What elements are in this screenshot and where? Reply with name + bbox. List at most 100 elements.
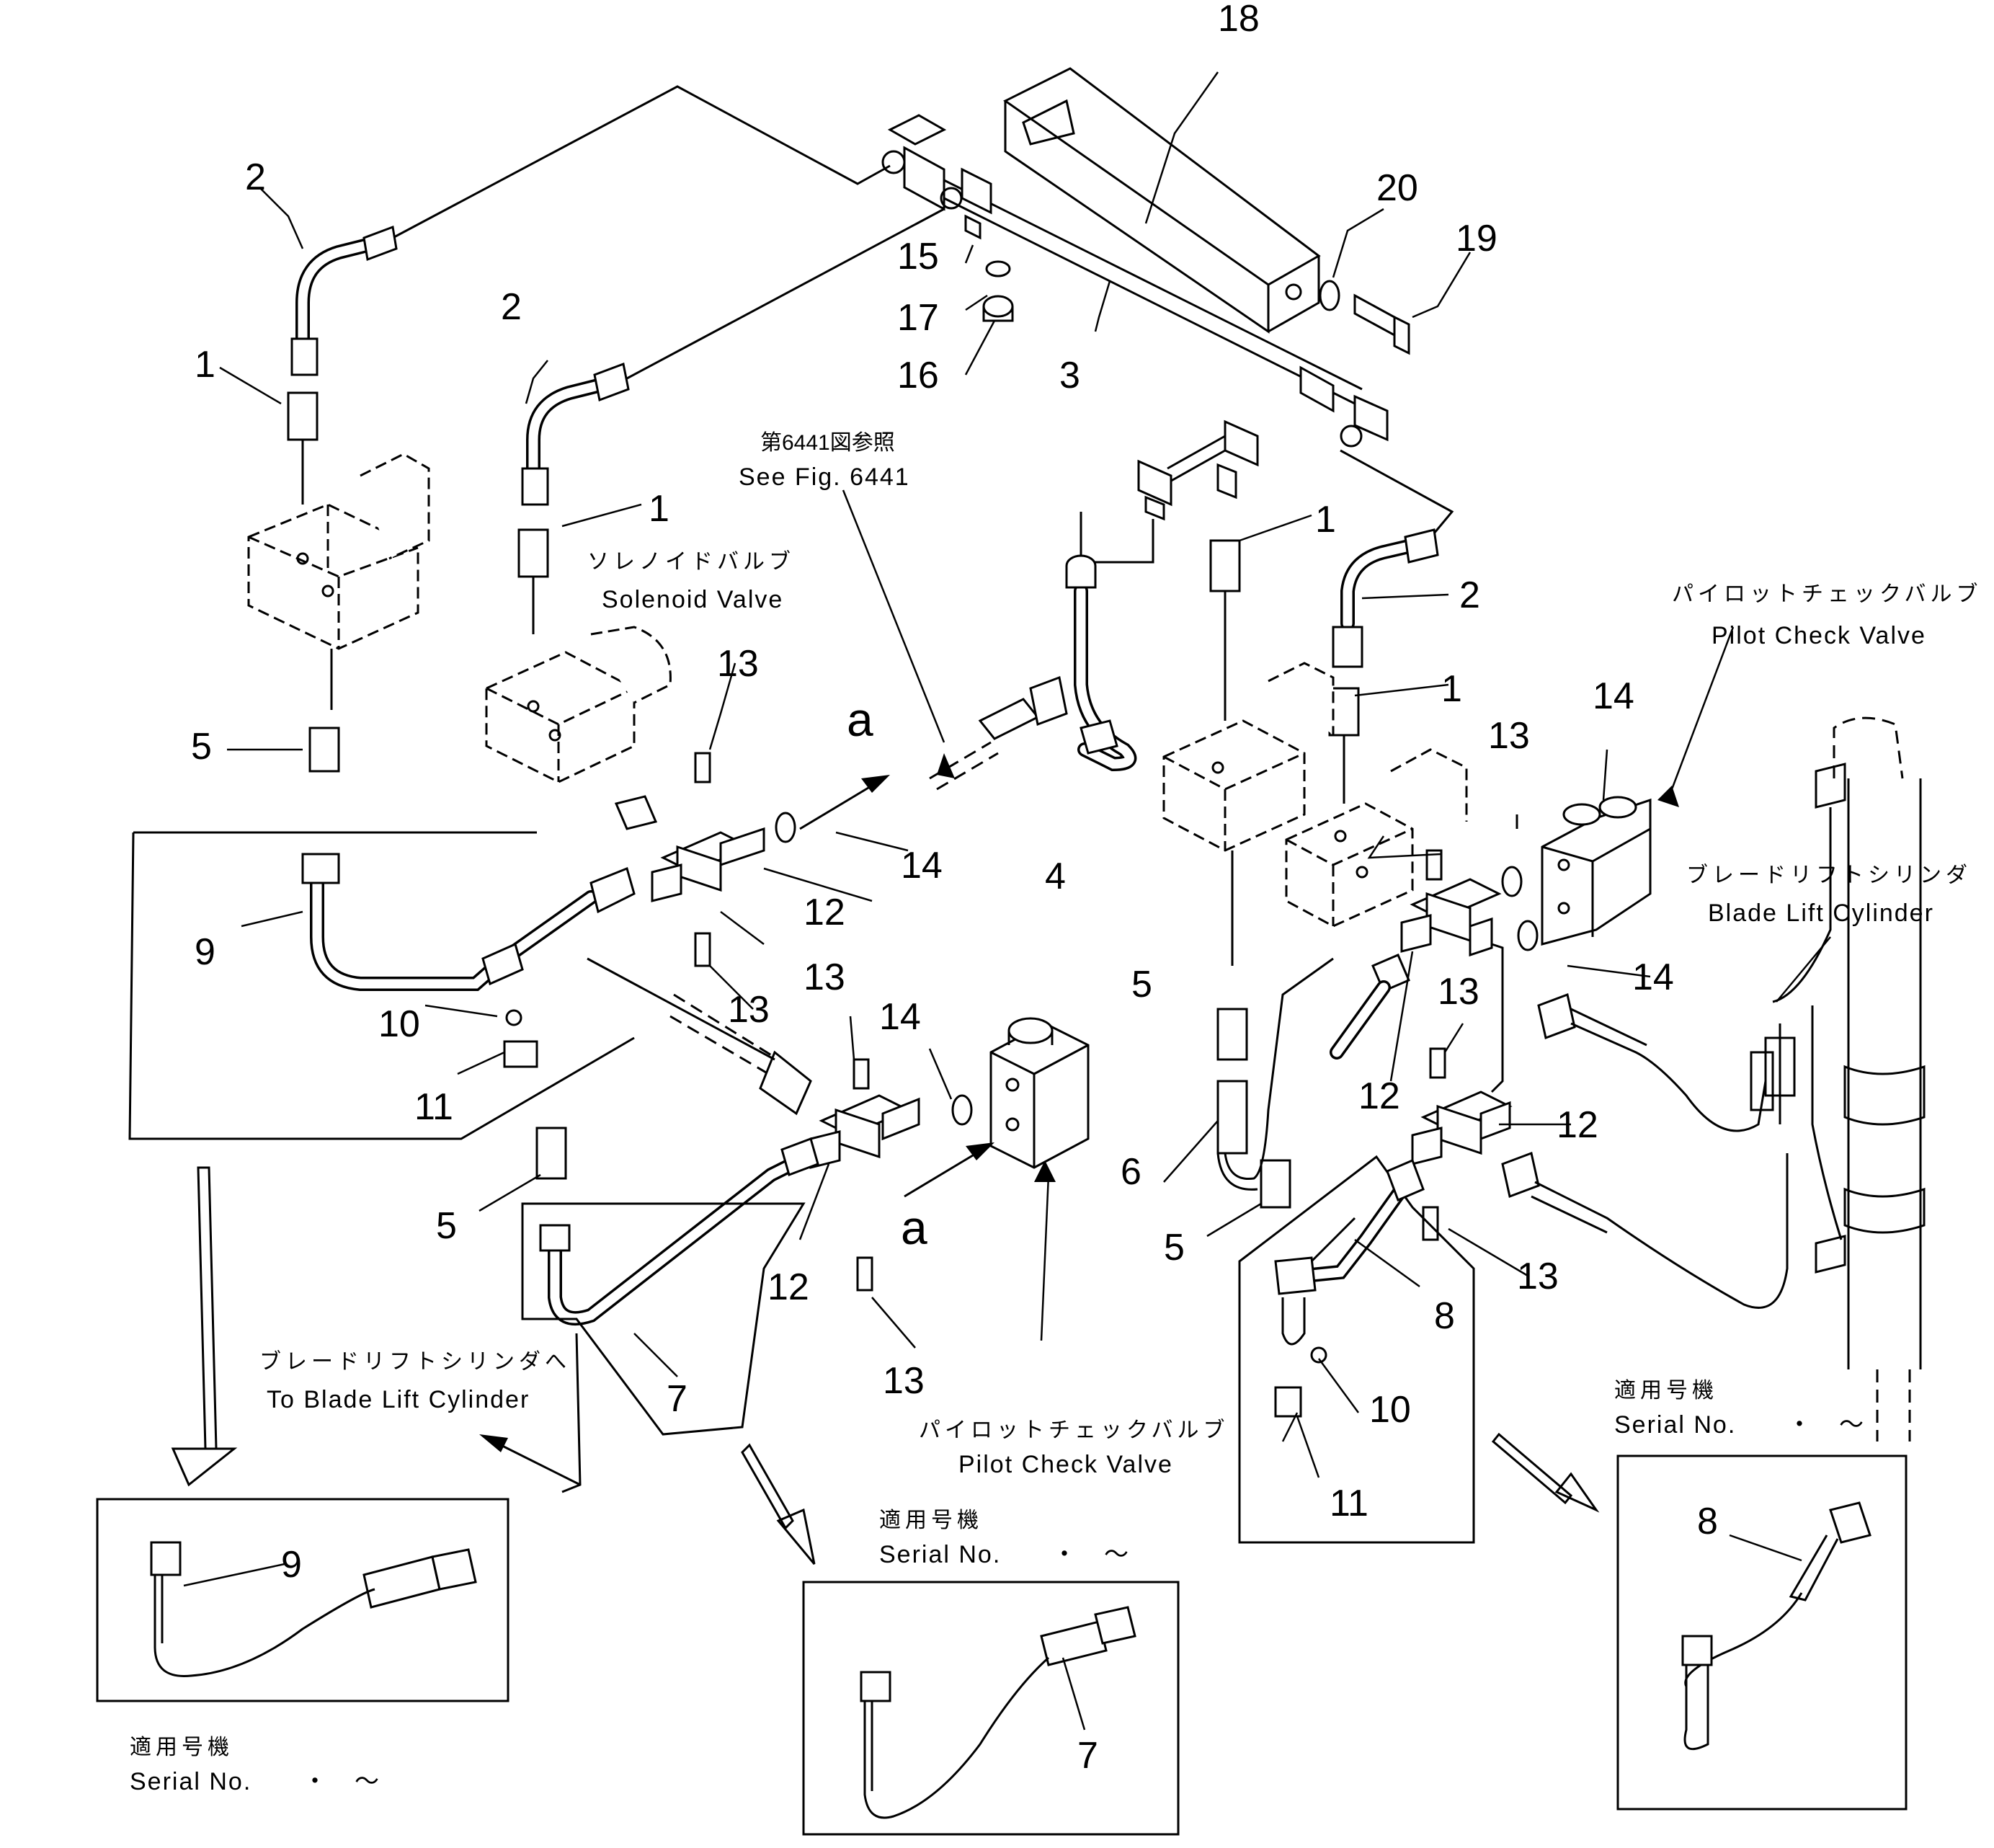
callout-5-left: 5 bbox=[191, 726, 212, 768]
solenoid-valve-right-1 bbox=[1162, 662, 1335, 852]
blade-lift-en: Blade Lift Cylinder bbox=[1708, 899, 1934, 927]
callout-13-a: 13 bbox=[717, 643, 759, 685]
callout-7-detail: 7 bbox=[1077, 1735, 1098, 1777]
serial-left-en: Serial No. bbox=[130, 1768, 252, 1795]
callout-2-left: 2 bbox=[245, 156, 266, 198]
elbow-2-left bbox=[287, 225, 398, 441]
hollow-arrows bbox=[171, 1166, 1600, 1565]
serial-right-jp: 適用号機 bbox=[1614, 1379, 1718, 1403]
blade-lift-cylinder bbox=[1750, 716, 1926, 1441]
callout-3: 3 bbox=[1059, 355, 1080, 396]
pilot-check-right-en: Pilot Check Valve bbox=[1712, 622, 1926, 649]
callout-10-right: 10 bbox=[1369, 1389, 1411, 1431]
serial-mid-en: Serial No. bbox=[879, 1541, 1002, 1568]
callout-12-c: 12 bbox=[1557, 1104, 1598, 1146]
to-blade-lift-jp: ブレードリフトシリンダへ bbox=[259, 1350, 571, 1374]
tee-12-lower bbox=[809, 1094, 920, 1169]
hose-7 bbox=[521, 1137, 819, 1436]
callout-1-right: 1 bbox=[1441, 668, 1462, 710]
callout-14-a: 14 bbox=[1593, 675, 1634, 717]
solenoid-valve-mid bbox=[485, 626, 672, 783]
leader-lines bbox=[219, 71, 1831, 1478]
callout-5-lower-right: 5 bbox=[1164, 1227, 1185, 1269]
callout-5-lower-left: 5 bbox=[436, 1205, 457, 1247]
washer-20 bbox=[1319, 280, 1340, 311]
callout-1-center: 1 bbox=[1315, 499, 1336, 541]
callout-13-f: 13 bbox=[1517, 1256, 1559, 1297]
pipe-2-routing bbox=[392, 85, 1454, 564]
hose-4 bbox=[929, 554, 1137, 791]
pilot-check-valve-right bbox=[1541, 796, 1652, 946]
box-pipe-9 bbox=[128, 831, 636, 1140]
callout-14-c: 14 bbox=[879, 996, 921, 1038]
callout-14-b: 14 bbox=[901, 845, 943, 887]
pilot-check-center-en: Pilot Check Valve bbox=[958, 1451, 1173, 1478]
see-fig-jp: 第6441図参照 bbox=[760, 431, 895, 455]
a-arrows bbox=[799, 753, 1679, 1198]
callout-a-lower: a bbox=[901, 1201, 927, 1254]
callout-2-mid: 2 bbox=[501, 286, 522, 328]
hose-6 bbox=[1216, 957, 1334, 1191]
callout-16: 16 bbox=[897, 355, 939, 396]
fitting-1-center bbox=[1209, 539, 1241, 592]
solenoid-connectors bbox=[301, 440, 1345, 966]
bracket-18 bbox=[1003, 67, 1321, 334]
pilot-check-valve-center bbox=[989, 1017, 1090, 1169]
callout-15: 15 bbox=[897, 236, 939, 277]
callout-a-upper: a bbox=[847, 693, 873, 746]
see-fig-en: See Fig. 6441 bbox=[739, 463, 910, 491]
hose-8-block bbox=[1238, 1155, 1475, 1544]
solenoid-en: Solenoid Valve bbox=[602, 586, 784, 613]
callout-12-a: 12 bbox=[804, 892, 845, 933]
manifold-pipe-3 bbox=[881, 114, 1389, 521]
o-rings-14 bbox=[775, 812, 1539, 1126]
misc-lines bbox=[1310, 1217, 1356, 1263]
plugs-13 bbox=[694, 752, 1446, 1292]
pilot-check-right-jp: パイロットチェックバルブ bbox=[1672, 582, 1982, 606]
callout-13-c: 13 bbox=[804, 956, 845, 998]
callout-12-b: 12 bbox=[1358, 1075, 1400, 1117]
tee-12-right-upper bbox=[1330, 878, 1502, 1060]
callout-9-main: 9 bbox=[195, 931, 215, 973]
callout-12-d: 12 bbox=[767, 1266, 809, 1308]
tee-12-upper bbox=[614, 795, 765, 902]
callout-13-g: 13 bbox=[883, 1360, 925, 1402]
elbow-2-right bbox=[1328, 528, 1439, 737]
solenoid-valve-left bbox=[247, 453, 430, 650]
tee-12-right-lower bbox=[1411, 1090, 1513, 1165]
serial-mid-range: ・ ～ bbox=[1052, 1541, 1130, 1568]
callout-1-left: 1 bbox=[195, 344, 215, 386]
to-blade-lift-arrow bbox=[479, 1434, 581, 1486]
callout-4: 4 bbox=[1045, 856, 1066, 897]
callout-14-d: 14 bbox=[1632, 956, 1674, 998]
callout-11-right: 11 bbox=[1330, 1483, 1368, 1524]
callout-8-main: 8 bbox=[1434, 1295, 1455, 1337]
callout-10-left: 10 bbox=[378, 1003, 420, 1045]
detail-box-9 bbox=[96, 1498, 509, 1702]
callout-1-mid: 1 bbox=[649, 488, 669, 530]
solenoid-valve-right-2 bbox=[1285, 748, 1468, 928]
detail-box-7 bbox=[802, 1581, 1180, 1836]
callout-13-b: 13 bbox=[1488, 715, 1530, 757]
fitting-15-17-16 bbox=[964, 214, 1014, 322]
serial-left-range: ・ ～ bbox=[303, 1768, 380, 1795]
callout-2-right: 2 bbox=[1459, 574, 1480, 616]
serial-right-en: Serial No. bbox=[1614, 1411, 1737, 1439]
blade-lift-jp: ブレードリフトシリンダ bbox=[1686, 863, 1972, 887]
bolt-19 bbox=[1353, 293, 1410, 355]
callout-8-detail: 8 bbox=[1697, 1501, 1718, 1542]
callout-7-main: 7 bbox=[667, 1378, 687, 1420]
hoses-to-cylinder bbox=[1490, 814, 1789, 1309]
callout-5-center: 5 bbox=[1131, 964, 1152, 1005]
pilot-check-center-jp: パイロットチェックバルブ bbox=[919, 1418, 1229, 1442]
callout-13-d: 13 bbox=[728, 989, 770, 1031]
callout-13-e: 13 bbox=[1438, 971, 1479, 1013]
elbow-2-mid bbox=[517, 362, 630, 578]
serial-mid-jp: 適用号機 bbox=[879, 1509, 983, 1532]
detail-box-8 bbox=[1616, 1454, 1908, 1811]
callout-11-left: 11 bbox=[414, 1086, 453, 1128]
callout-17: 17 bbox=[897, 297, 939, 339]
to-blade-lift-en: To Blade Lift Cylinder bbox=[267, 1386, 530, 1413]
